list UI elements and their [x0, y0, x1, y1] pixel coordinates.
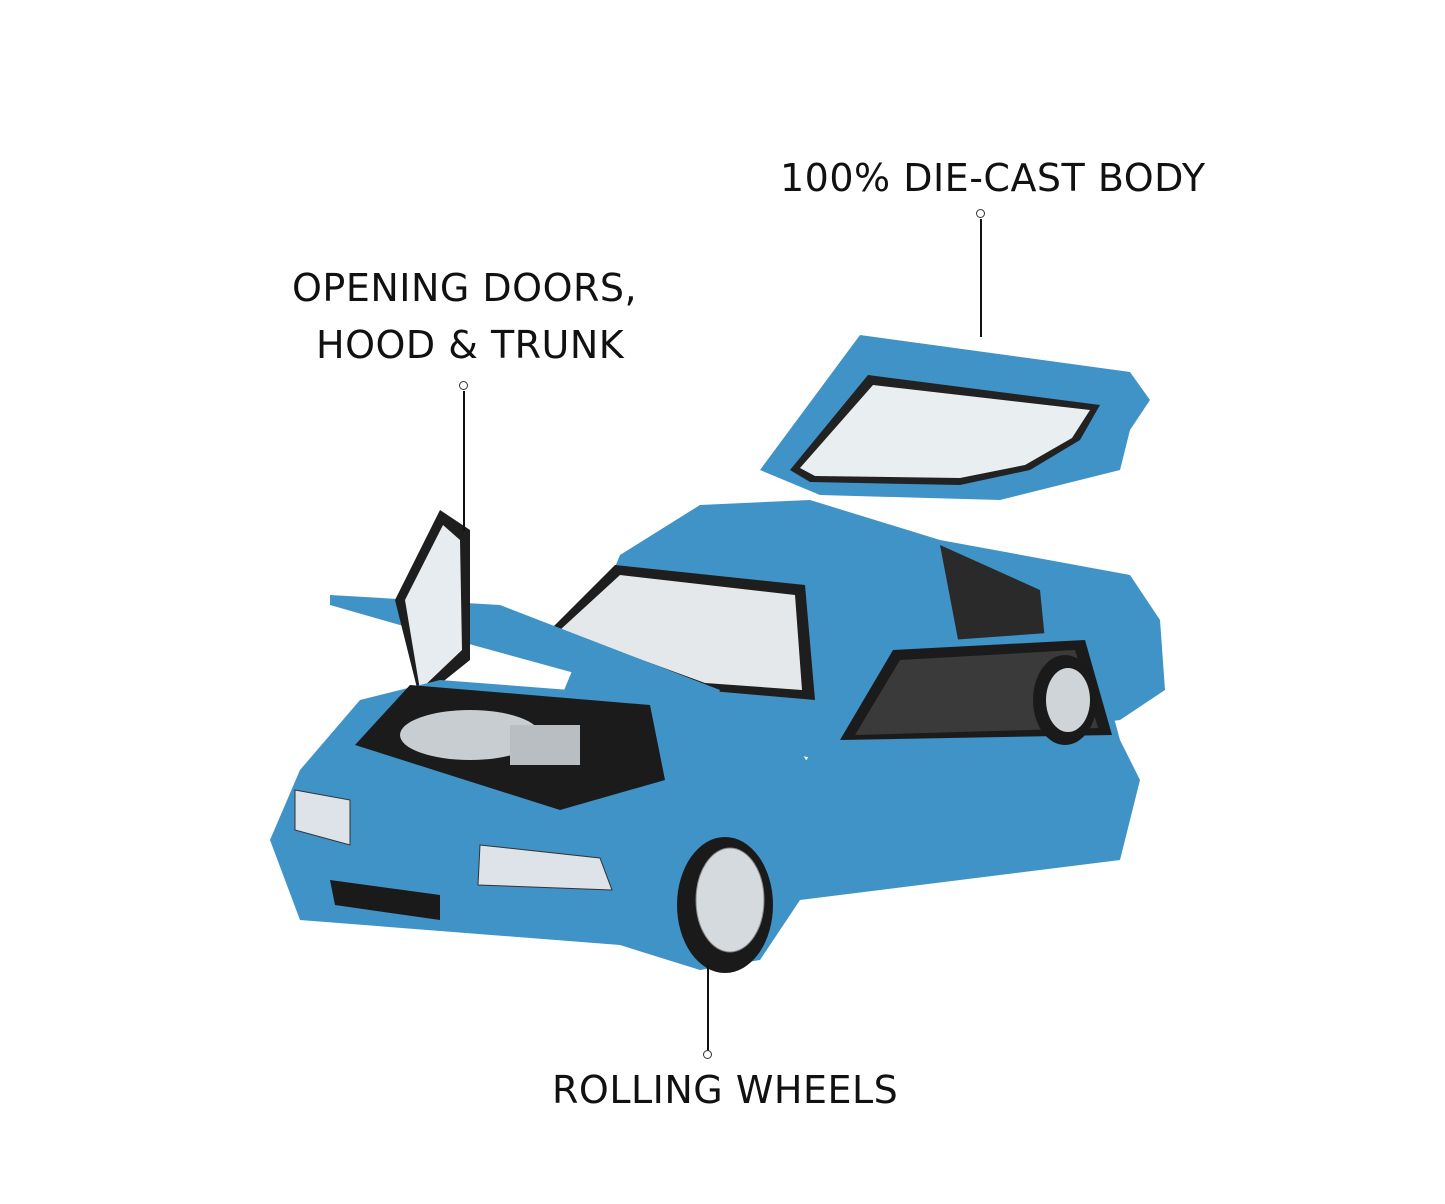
callout-diecast-body: 100% DIE-CAST BODY	[780, 156, 1206, 200]
callout-rolling-wheels: ROLLING WHEELS	[552, 1068, 899, 1112]
callout-line-doors	[463, 391, 465, 531]
callout-line-wheels	[707, 965, 709, 1051]
engine-chrome	[400, 710, 540, 760]
callout-doors-line2: HOOD & TRUNK	[316, 323, 625, 367]
callout-doors-line1: OPENING DOORS,	[292, 266, 638, 310]
callout-dot-doors	[459, 381, 468, 390]
headlight-left	[294, 789, 351, 846]
callout-dot-body	[976, 209, 985, 218]
side-window	[940, 545, 1045, 650]
callout-line-body	[980, 219, 982, 337]
grille	[330, 880, 440, 920]
headlight-right	[477, 844, 613, 891]
callout-dot-wheels	[703, 1050, 712, 1059]
